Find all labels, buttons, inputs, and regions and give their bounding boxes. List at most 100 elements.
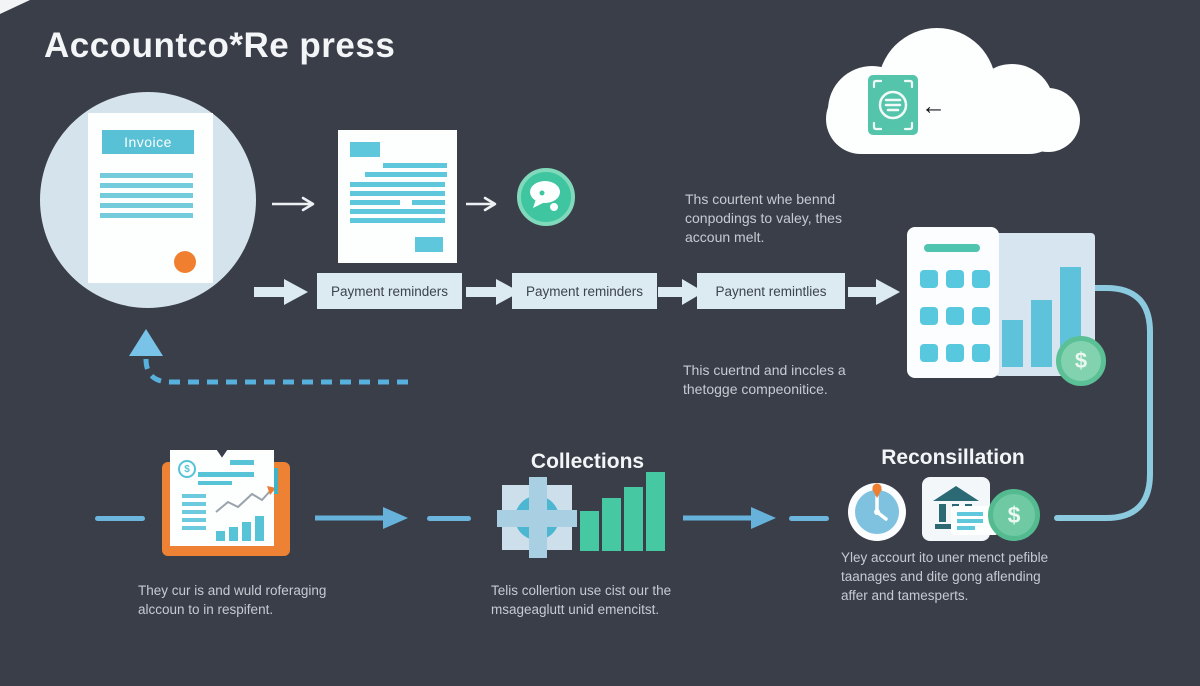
flow-arrow-icon [848,279,900,305]
text-line [957,526,975,530]
text-line [350,209,445,214]
note-line: Ths courtent whe bennd [685,191,836,207]
arrow-right-icon [272,196,315,212]
note-line: Telis collertion use cist our the [491,583,672,598]
scan-glyph [872,79,914,131]
dollar-sign: $ [184,463,190,475]
flow-dash [95,516,145,521]
bar [1002,320,1023,367]
package-ribbon-horizontal [497,510,577,527]
corner-decoration [0,0,30,14]
text-line [230,460,254,465]
calculator-key [946,307,964,325]
ledger-book-icon: $ [158,450,294,560]
note-bottom-right: Yley accourt ito uner menct pefible taan… [841,548,1048,605]
dollar-sign: $ [1074,348,1088,373]
calculator-display [924,244,980,252]
text-line [182,510,206,514]
book-page: $ [170,450,274,546]
note-bottom-left: They cur is and wuld roferaging alccoun … [138,581,326,619]
text-line [100,173,193,178]
note-line: accoun melt. [685,229,765,245]
speech-bubble-glyph [530,181,560,211]
text-line [365,172,447,177]
page-title: Accountco*Re press [44,26,396,65]
document-scan-icon [868,75,918,135]
reminder-box-3: Paynent remintlies [697,273,845,309]
text-line [350,200,400,205]
note-line: They cur is and wuld roferaging [138,583,327,598]
text-line [100,213,193,218]
collections-title: Collections [530,450,645,473]
text-line [383,163,447,168]
text-line [100,203,193,208]
cloud-icon [820,26,1080,156]
text-line [182,502,206,506]
note-top: Ths courtent whe bennd conpodings to val… [685,190,842,247]
trend-arrow-icon [215,486,274,513]
dollar-coin-icon: $ [988,489,1040,541]
invoice-document-icon: Invoice [88,113,213,283]
arrow-up-head [129,329,163,356]
collections-bars [580,472,665,551]
text-line [100,183,193,188]
note-line: This cuertnd and inccles a [683,362,846,378]
dollar-coin-icon: $ [1056,336,1106,386]
note-line: Yley accourt ito uner menct pefible [841,550,1049,565]
note-bottom-center: Telis collertion use cist our the msagea… [491,581,671,619]
text-line [182,494,206,498]
doc-block [415,237,443,252]
arrow-right-icon [466,196,497,212]
reminder-box-1: Payment reminders [317,273,462,309]
dollar-sign: $ [1007,501,1021,528]
bar [229,527,238,541]
doc-block [350,142,380,157]
calculator-keys [920,270,990,362]
calculator-key [946,270,964,288]
note-line: affer and tamesperts. [841,588,969,603]
bar [646,472,665,551]
calculator-key [972,307,990,325]
arrow-right-icon [315,507,408,529]
feedback-dashed-arrow [129,329,408,385]
note-line: taanages and dite gong aflending [841,569,1041,584]
text-line [198,472,254,477]
text-line [957,512,983,516]
text-line [198,481,232,485]
cloud-base [826,84,1064,154]
text-line [100,193,193,198]
invoice-label: Invoice [102,130,194,154]
reminder-document-icon [338,130,457,263]
bar [216,531,225,541]
calculator-key [920,344,938,362]
arrow-right-icon [683,507,776,529]
note-middle: This cuertnd and inccles a thetogge comp… [683,361,846,399]
flow-dash [789,516,829,521]
text-line [182,526,206,530]
reminder-box-2: Payment reminders [512,273,657,309]
connector-curve [1054,285,1153,521]
bar [624,487,643,551]
flow-dash [427,516,471,521]
text-line [350,182,445,187]
flow-arrow-icon [466,279,520,305]
bar [1031,300,1052,367]
reconciliation-title: Reconsillation [881,446,1025,469]
calculator-key [946,344,964,362]
calculator-key [920,307,938,325]
arrow-left-icon: ← [921,92,946,120]
stamp-dot [174,251,196,273]
flow-arrow-icon [254,279,308,305]
bar [242,522,251,541]
note-line: alccoun to in respifent. [138,602,274,617]
note-line: msageaglutt unid emencitst. [491,602,660,617]
calculator-icon [907,227,999,378]
flow-arrow-icon [658,279,704,305]
ledger-mini-bars [216,516,264,541]
bar [602,498,621,551]
text-line [412,200,445,205]
text-line [350,218,445,223]
note-line: conpodings to valey, thes [685,210,842,226]
text-line [957,519,983,523]
